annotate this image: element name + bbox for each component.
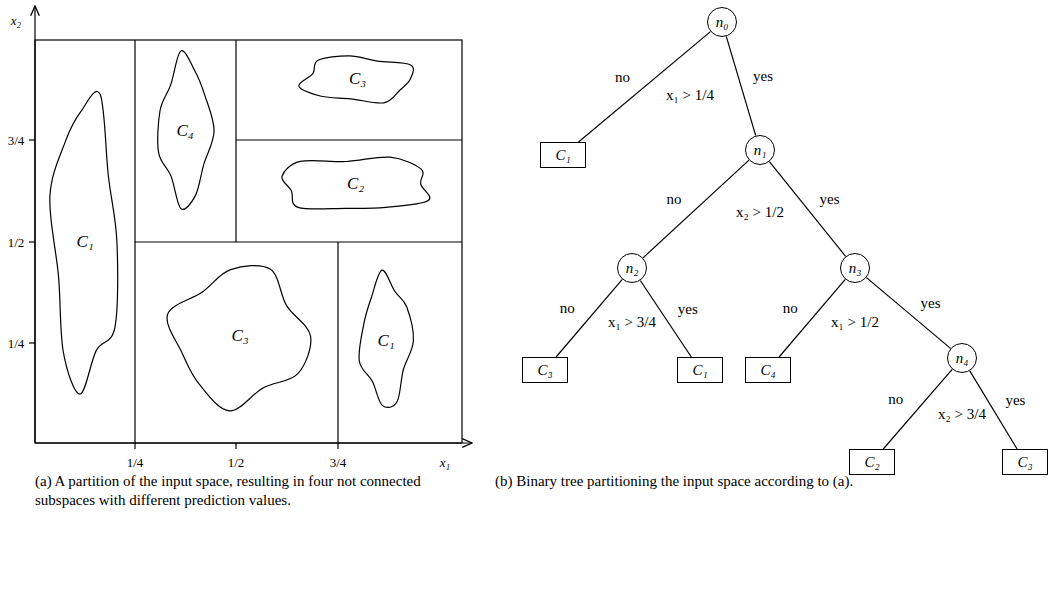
node-label: C₃: [537, 362, 552, 378]
tick: [29, 241, 35, 242]
tick: [29, 139, 35, 140]
tick: [235, 443, 236, 449]
split-line: [337, 242, 338, 443]
node-label: C₁: [692, 362, 707, 378]
leaf-box: C₁: [677, 357, 722, 383]
axis-label: 3/4: [6, 132, 27, 149]
tree-node: n₁: [745, 135, 775, 165]
split-condition: x₁ > 3/4: [606, 314, 658, 331]
class-region: C₂: [263, 150, 448, 218]
node-label: C₁: [76, 232, 93, 252]
axis-label: 1/2: [226, 454, 247, 471]
axis-label: x₂: [9, 12, 23, 29]
node-label: C₃: [349, 69, 366, 89]
node-label: n₄: [956, 350, 969, 367]
class-region: C₁: [355, 265, 417, 417]
tick: [337, 443, 338, 449]
branch-label: no: [886, 391, 905, 408]
axis-label: x₁: [438, 454, 452, 471]
branch-label: yes: [818, 191, 842, 208]
class-region: C₄: [153, 45, 217, 217]
split-condition: x₂ > 1/2: [734, 204, 786, 221]
node-label: n₀: [716, 14, 729, 31]
leaf-box: C₄: [745, 357, 790, 383]
node-label: C₁: [377, 331, 394, 351]
leaf-box: C₃: [1002, 449, 1047, 475]
tree-node: n₄: [947, 343, 977, 373]
split-line: [135, 241, 462, 242]
branch-label: yes: [751, 68, 775, 85]
leaf-box: C₃: [522, 357, 567, 383]
node-label: C₃: [231, 326, 248, 346]
node-label: n₃: [849, 260, 862, 277]
branch-label: yes: [919, 295, 943, 312]
node-label: C₂: [347, 174, 364, 194]
split-condition: x₁ > 1/2: [829, 314, 881, 331]
branch-label: yes: [676, 300, 700, 317]
node-label: n₁: [754, 142, 767, 159]
branch-label: no: [781, 300, 800, 317]
split-condition: x₂ > 3/4: [936, 406, 988, 423]
sub-caption: (b) Binary tree partitioning the input s…: [495, 472, 1055, 491]
branch-label: no: [558, 300, 577, 317]
split-line: [236, 139, 462, 140]
node-label: C₄: [176, 121, 193, 141]
tree-branch: [726, 36, 755, 135]
axis-label: 1/4: [6, 335, 27, 352]
node-label: C₄: [760, 362, 775, 378]
class-region: C₃: [290, 50, 425, 108]
node-label: C₃: [1017, 454, 1032, 470]
tick: [29, 342, 35, 343]
branch-label: no: [613, 68, 632, 85]
split-condition: x₁ > 1/4: [664, 87, 716, 104]
axis-label: 3/4: [328, 454, 349, 471]
tree-node: n₂: [617, 253, 647, 283]
tree-node: n₀: [707, 7, 737, 37]
leaf-box: C₂: [849, 449, 894, 475]
axis-label: 1/2: [6, 234, 27, 251]
sub-caption: (a) A partition of the input space, resu…: [35, 472, 465, 510]
node-label: C₁: [555, 147, 570, 163]
axis-label: 1/4: [125, 454, 146, 471]
class-region: C₃: [160, 255, 320, 417]
class-region: C₁: [45, 72, 125, 412]
leaf-box: C₁: [540, 142, 585, 168]
node-label: C₂: [864, 454, 879, 470]
branch-label: no: [665, 191, 684, 208]
branch-label: yes: [1003, 391, 1027, 408]
node-label: n₂: [626, 260, 639, 277]
tick: [134, 443, 135, 449]
split-line: [235, 40, 236, 242]
tree-node: n₃: [840, 253, 870, 283]
input-space-frame: [35, 40, 462, 443]
